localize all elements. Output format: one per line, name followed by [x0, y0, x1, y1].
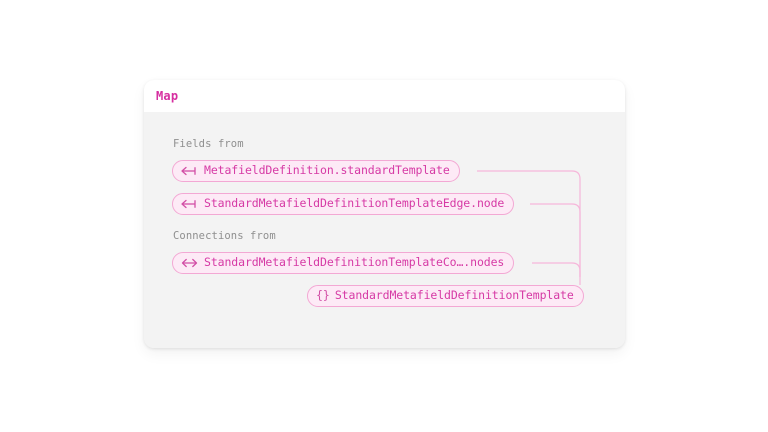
map-card-body: Fields from Connections from MetafieldDe… [144, 112, 625, 348]
group-label-connections-from: Connections from [173, 230, 276, 242]
graph-node-standard-metafield-definition-template-type[interactable]: {} StandardMetafieldDefinitionTemplate [307, 285, 584, 307]
page-title: Map [156, 89, 179, 103]
graph-node-metafield-definition-standard-template[interactable]: MetafieldDefinition.standardTemplate [172, 160, 460, 182]
map-card: Map Fields from Connections from [144, 80, 625, 348]
graph-node-label: StandardMetafieldDefinitionTemplate [334, 288, 574, 303]
arrow-left-to-bar-icon [181, 164, 198, 178]
arrow-both-ways-icon [181, 256, 198, 270]
group-label-fields-from: Fields from [173, 138, 244, 150]
graph-node-label: StandardMetafieldDefinitionTemplateEdge.… [204, 196, 505, 211]
graph-node-standard-metafield-definition-template-edge-node[interactable]: StandardMetafieldDefinitionTemplateEdge.… [172, 193, 515, 215]
graph-node-standard-metafield-definition-template-connection-nodes[interactable]: StandardMetafieldDefinitionTemplateCo….n… [172, 252, 515, 274]
arrow-left-to-bar-icon [181, 197, 198, 211]
map-card-header: Map [144, 80, 625, 112]
braces-icon: {} [316, 288, 330, 303]
graph-node-label: MetafieldDefinition.standardTemplate [204, 163, 450, 178]
map-graph: Fields from Connections from MetafieldDe… [144, 112, 625, 348]
graph-node-label: StandardMetafieldDefinitionTemplateCo….n… [204, 255, 505, 270]
